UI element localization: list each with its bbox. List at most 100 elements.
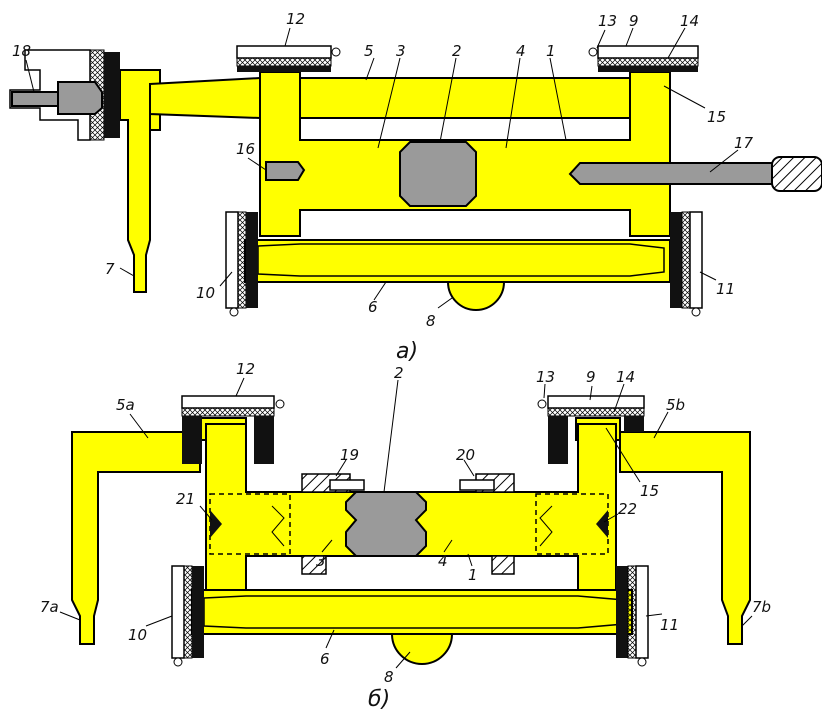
part-12-cap [236,45,332,59]
part-10-clamp [225,211,239,309]
part-21-notch [271,505,285,547]
label-b-15: 15 [640,482,659,500]
part-5-beam [149,77,641,119]
part-12-pin-b [275,399,285,409]
label-a-11: 11 [716,280,735,298]
part-9-gasket-b [548,416,568,464]
label-a-3: 3 [396,42,406,60]
part-10-clamp-b [171,565,185,659]
label-a-4: 4 [516,42,526,60]
part-18-tip [11,91,59,107]
part-8-anvil-b [390,633,454,665]
label-a-5: 5 [364,42,374,60]
label-b-3: 3 [316,552,326,570]
part-12-insul [236,57,332,67]
leaders-b [59,377,753,669]
figure-b: 12 5a 2 19 20 13 9 14 5b 15 21 22 3 4 1 … [40,360,771,711]
leaders-a [25,27,739,309]
label-a-17: 17 [734,134,754,152]
part-11-pin-b [637,657,647,667]
part-19-block-low [301,555,327,575]
label-a-15: 15 [707,108,726,126]
part-11-clamp [689,211,703,309]
part-12-pin [331,47,341,57]
label-b-1: 1 [468,566,478,584]
part-21-insert [209,493,291,555]
part-13-pin-b [537,399,547,409]
part-22-tip [596,510,608,538]
part-14-insul-b [547,407,645,417]
label-b-13: 13 [536,368,555,386]
part-9-gasket-b2 [624,416,644,432]
part-10-insul-b [183,565,193,659]
label-b-7b: 7b [752,598,771,616]
part-19-cap [329,479,365,491]
part-10-pin [229,307,239,317]
caption-a: а) [396,339,418,364]
part-2-electrode-b [345,491,427,557]
label-b-4: 4 [438,552,448,570]
label-a-12: 12 [286,10,305,28]
label-b-22: 22 [618,500,637,518]
part-17-rod [568,162,776,185]
label-a-10: 10 [196,284,215,302]
part-6-inner [257,243,665,277]
label-a-2: 2 [452,42,462,60]
part-11-clamp-b [635,565,649,659]
label-a-8: 8 [426,312,436,330]
part-11-insul [681,211,691,309]
label-a-1: 1 [546,42,556,60]
part-20-cap [459,479,495,491]
label-b-14: 14 [616,368,635,386]
part-10-gasket-b [192,566,204,658]
part-22-notch [539,505,553,547]
part-18-gasket [104,52,120,138]
label-b-5a: 5a [116,396,135,414]
label-b-5b: 5b [666,396,685,414]
label-b-19: 19 [340,446,359,464]
part-12-cap-b [181,395,275,409]
part-14-insul [597,57,699,67]
label-b-21: 21 [176,490,195,508]
label-a-7: 7 [105,260,115,278]
label-b-8: 8 [384,668,394,686]
label-b-7a: 7a [40,598,59,616]
part-18-plug [57,81,103,115]
label-b-11: 11 [660,616,679,634]
label-a-18: 18 [12,42,31,60]
part-13-pin [588,47,598,57]
caption-b: б) [368,687,390,711]
part-9-cap-b [547,395,645,409]
part-9-gasket [598,66,698,72]
label-b-12: 12 [236,360,255,378]
part-20-block-low [491,555,515,575]
part-11-gasket-b [616,566,628,658]
part-1-gap [299,117,631,141]
part-11-insul-b [627,565,637,659]
part-12-insul-b [181,407,275,417]
part-8-anvil [446,281,506,311]
part-16-rod [265,161,306,181]
part-5b-arm [619,431,751,645]
label-a-13: 13 [598,12,617,30]
label-a-14: 14 [680,12,699,30]
part-17-knurl [771,156,822,192]
label-b-20: 20 [456,446,475,464]
label-b-10: 10 [128,626,147,644]
part-12-gasket-b2 [254,416,274,464]
label-a-9: 9 [629,12,639,30]
part-9-cap [597,45,699,59]
part-11-pin [691,307,701,317]
part-10-pin-b [173,657,183,667]
part-10-gasket [246,212,258,308]
label-a-16: 16 [236,140,255,158]
label-a-6: 6 [368,298,378,316]
part-10-insul [237,211,247,309]
figure-a: 12 5 3 2 4 1 13 9 14 15 16 17 18 7 10 11… [9,10,822,364]
label-b-2: 2 [394,364,404,382]
part-2-electrode [399,141,477,207]
part-21-tip [210,510,222,538]
label-b-6: 6 [320,650,330,668]
part-12-gasket-b [182,416,202,464]
